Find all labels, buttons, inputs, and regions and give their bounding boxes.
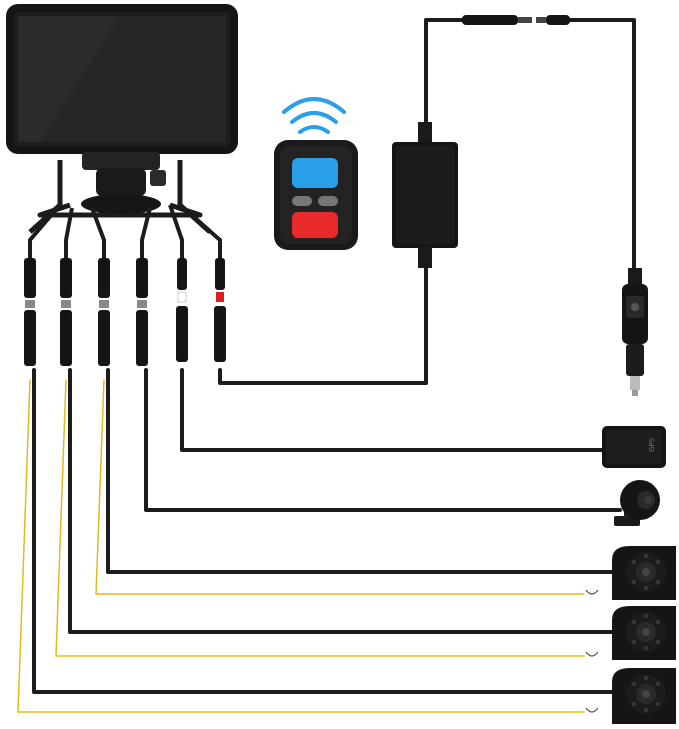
trigger-wire-3 (95, 379, 585, 595)
remote-control (274, 97, 358, 250)
cigarette-lighter-plug (622, 268, 648, 396)
side-camera-3 (585, 668, 676, 724)
remote-blue-button (292, 158, 338, 188)
inline-connector (462, 15, 570, 25)
power-cable (218, 246, 428, 385)
power-converter-box (392, 122, 458, 268)
remote-red-button (292, 212, 338, 238)
camera-cable-3 (32, 368, 622, 694)
camera-cable-2 (68, 368, 622, 634)
cable-harness (17, 18, 636, 713)
monitor (6, 4, 238, 234)
side-camera-2 (585, 606, 676, 660)
camera-cable-1 (106, 368, 622, 574)
side-camera-1 (585, 546, 676, 600)
gps-cable (180, 368, 606, 452)
charger-cable-2 (566, 18, 636, 272)
gps-label: GPS (648, 437, 656, 452)
interior-camera-cable (144, 368, 622, 512)
interior-dome-camera (614, 480, 660, 526)
signal-waves-icon (282, 97, 346, 134)
trigger-wire-1 (17, 379, 585, 713)
gps-module: GPS (602, 426, 666, 468)
harness-connectors (24, 203, 226, 366)
charger-cable (424, 18, 464, 142)
trigger-wire-2 (55, 379, 585, 657)
